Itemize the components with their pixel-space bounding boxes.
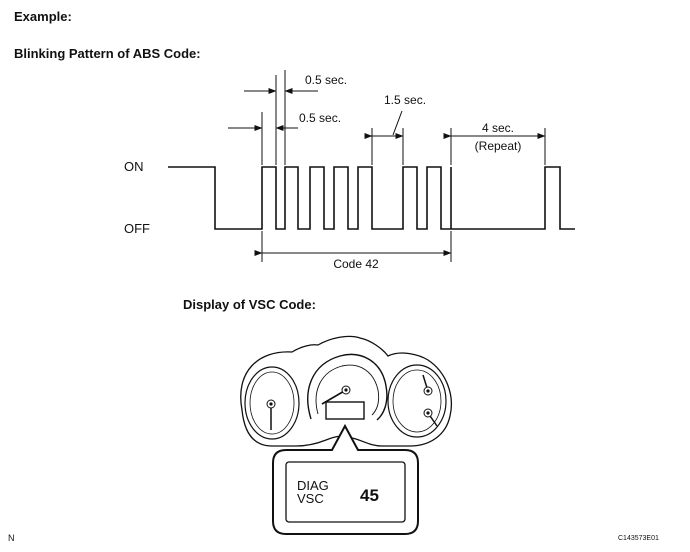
- blink-waveform: ON OFF: [124, 159, 575, 236]
- code-label: Code 42: [333, 257, 379, 271]
- pulse-width-dimension: 0.5 sec.: [244, 70, 347, 165]
- pause-dimension: 1.5 sec.: [364, 93, 426, 165]
- example-heading: Example:: [14, 9, 72, 24]
- pulse-width-label: 0.5 sec.: [305, 73, 347, 87]
- code-span-dimension: Code 42: [254, 231, 452, 271]
- abs-pattern-heading: Blinking Pattern of ABS Code:: [14, 46, 201, 61]
- cluster-housing: [240, 335, 452, 447]
- display-code: 45: [360, 486, 379, 505]
- temp-gauge: [387, 364, 447, 438]
- display-callout: DIAG VSC 45: [272, 423, 419, 535]
- speedometer-gauge: [307, 353, 388, 421]
- gap-width-label: 0.5 sec.: [299, 111, 341, 125]
- instrument-cluster: [240, 335, 452, 447]
- on-level-label: ON: [124, 159, 144, 174]
- display-line-2: VSC: [297, 491, 324, 506]
- display-screen: [285, 461, 406, 523]
- repeat-note-label: (Repeat): [475, 139, 522, 153]
- off-level-label: OFF: [124, 221, 150, 236]
- figure-code: C143573E01: [618, 535, 659, 542]
- repeat-dimension: 4 sec. (Repeat): [443, 121, 546, 165]
- vsc-display-heading: Display of VSC Code:: [183, 297, 316, 312]
- signal-trace: [168, 166, 575, 230]
- footer-left-mark: N: [8, 533, 15, 543]
- display-window: [325, 401, 365, 420]
- pause-label: 1.5 sec.: [384, 93, 426, 107]
- fuel-gauge: [244, 366, 300, 440]
- repeat-duration-label: 4 sec.: [482, 121, 514, 135]
- display-line-1: DIAG: [297, 478, 329, 493]
- gap-width-dimension: 0.5 sec.: [228, 111, 341, 165]
